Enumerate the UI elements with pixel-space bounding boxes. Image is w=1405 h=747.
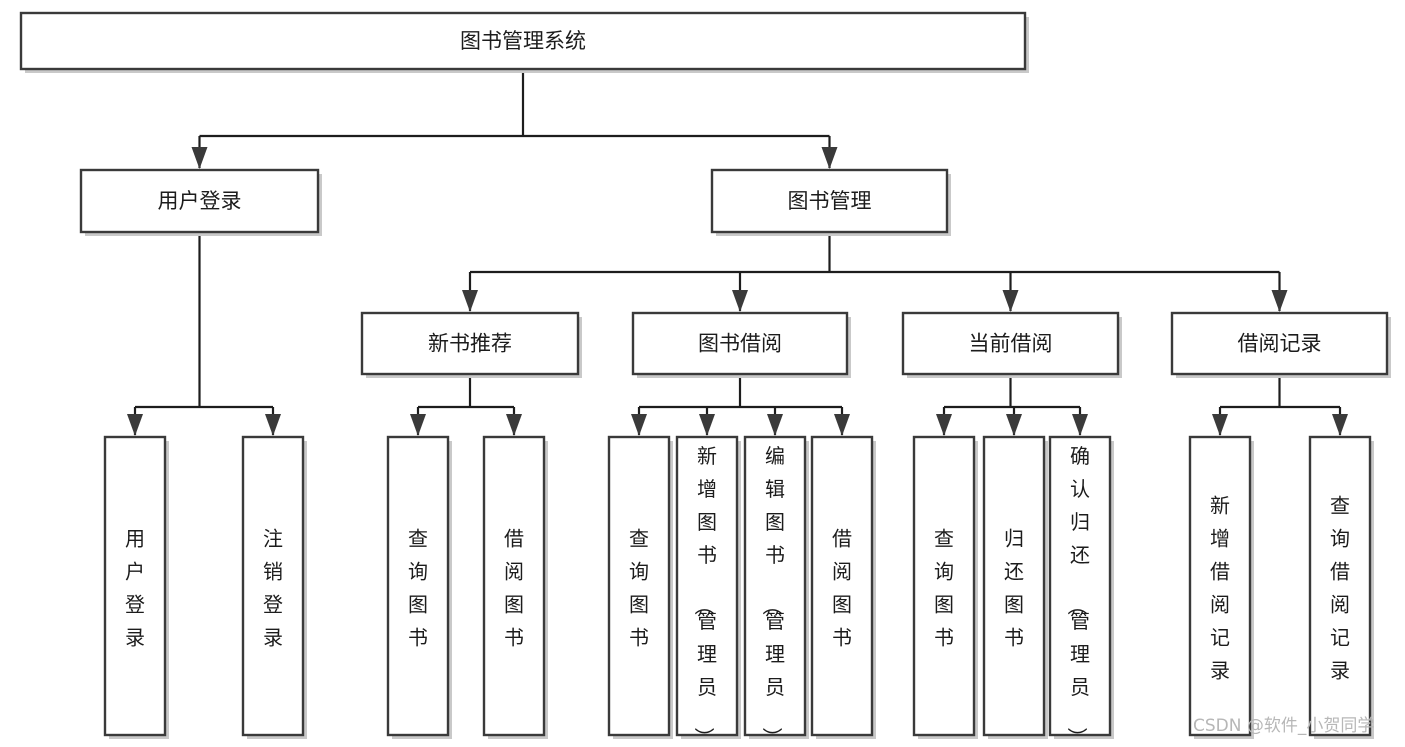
arrow-head-icon xyxy=(936,414,952,436)
node-label: 新增图书（管理员） xyxy=(692,444,717,747)
node-label: 借阅图书 xyxy=(832,527,852,650)
node-label: 查询图书 xyxy=(934,527,954,650)
arrow-head-icon xyxy=(821,147,838,169)
arrow-head-icon xyxy=(1212,414,1228,436)
nodes-layer: 图书管理系统用户登录图书管理新书推荐图书借阅当前借阅借阅记录用户登录注销登录查询… xyxy=(19,11,1391,747)
arrow-head-icon xyxy=(699,414,715,436)
arrow-head-icon xyxy=(410,414,426,436)
arrow-head-icon xyxy=(767,414,783,436)
node-label: 查询图书 xyxy=(408,527,428,650)
arrow-head-icon xyxy=(1072,414,1088,436)
arrow-head-icon xyxy=(1002,290,1019,312)
arrow-head-icon xyxy=(732,290,748,312)
node-current-borrow[interactable]: 当前借阅 xyxy=(901,311,1122,378)
node-book-borrow[interactable]: 图书借阅 xyxy=(631,311,851,378)
node-label: 图书管理系统 xyxy=(460,29,586,53)
node-leaf-edit-book[interactable]: 编辑图书（管理员） xyxy=(743,435,809,747)
node-label: 图书借阅 xyxy=(698,332,782,356)
arrow-head-icon xyxy=(506,414,522,436)
arrow-head-icon xyxy=(1006,414,1022,436)
node-label: 用户登录 xyxy=(125,527,145,650)
node-label: 查询借阅记录 xyxy=(1330,494,1350,683)
node-leaf-add-borrow-record[interactable]: 新增借阅记录 xyxy=(1188,435,1254,739)
node-leaf-logout-login[interactable]: 注销登录 xyxy=(241,435,307,739)
node-label: 图书管理 xyxy=(788,189,872,213)
node-label: 新增借阅记录 xyxy=(1210,494,1230,683)
node-user-login[interactable]: 用户登录 xyxy=(79,168,322,236)
node-leaf-return-book[interactable]: 归还图书 xyxy=(982,435,1048,739)
node-leaf-borrow-book-a[interactable]: 借阅图书 xyxy=(482,435,548,739)
connectors-layer xyxy=(127,69,1348,436)
csdn-watermark: CSDN @软件_小贺同学 xyxy=(1193,716,1374,736)
node-label: 注销登录 xyxy=(263,527,283,650)
node-leaf-user-login[interactable]: 用户登录 xyxy=(103,435,169,739)
node-leaf-confirm-return[interactable]: 确认归还（管理员） xyxy=(1048,435,1114,747)
arrow-head-icon xyxy=(265,414,281,436)
arrow-head-icon xyxy=(631,414,647,436)
node-label: 归还图书 xyxy=(1004,527,1024,650)
node-label: 借阅记录 xyxy=(1238,332,1322,356)
node-leaf-borrow-book-b[interactable]: 借阅图书 xyxy=(810,435,876,739)
node-new-book-recommend[interactable]: 新书推荐 xyxy=(360,311,582,378)
node-label: 用户登录 xyxy=(158,189,242,213)
node-label: 编辑图书（管理员） xyxy=(760,444,785,747)
arrow-head-icon xyxy=(191,147,208,169)
arrow-head-icon xyxy=(834,414,850,436)
arrow-head-icon xyxy=(127,414,143,436)
node-label: 确认归还（管理员） xyxy=(1065,444,1090,747)
node-leaf-query-book-c[interactable]: 查询图书 xyxy=(912,435,978,739)
arrow-head-icon xyxy=(462,290,478,312)
arrow-head-icon xyxy=(1332,414,1348,436)
node-leaf-query-book-a[interactable]: 查询图书 xyxy=(386,435,452,739)
node-root[interactable]: 图书管理系统 xyxy=(19,11,1029,73)
node-leaf-query-borrow-record[interactable]: 查询借阅记录 xyxy=(1308,435,1374,739)
node-leaf-query-book-b[interactable]: 查询图书 xyxy=(607,435,673,739)
node-label: 新书推荐 xyxy=(428,332,512,356)
node-leaf-add-book[interactable]: 新增图书（管理员） xyxy=(675,435,741,747)
node-book-manage[interactable]: 图书管理 xyxy=(710,168,951,236)
node-borrow-record[interactable]: 借阅记录 xyxy=(1170,311,1391,378)
arrow-head-icon xyxy=(1271,290,1288,312)
node-label: 当前借阅 xyxy=(969,332,1053,356)
node-label: 借阅图书 xyxy=(504,527,524,650)
node-label: 查询图书 xyxy=(629,527,649,650)
